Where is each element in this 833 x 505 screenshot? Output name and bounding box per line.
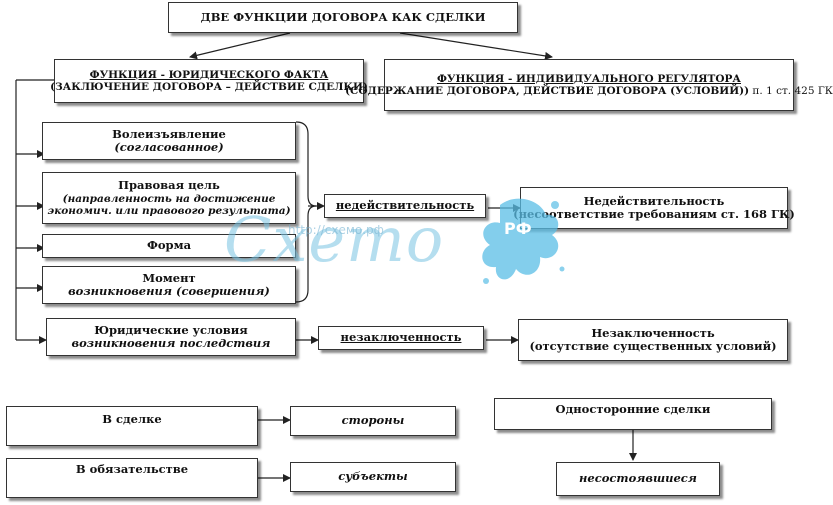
invalidity-box: Недействительность (несоответствие требо… <box>513 187 795 229</box>
unilateral-deals-label: Односторонние сделки <box>555 402 711 416</box>
will-note: (согласованное) <box>114 140 224 154</box>
regulator-function-box: ФУНКЦИЯ - ИНДИВИДУАЛЬНОГО РЕГУЛЯТОРА (СО… <box>345 59 833 111</box>
nonconclusion-description: (отсутствие существенных условий) <box>529 339 777 353</box>
moment-label: Момент <box>142 270 196 285</box>
will-box: Волеизъявление (согласованное) <box>42 122 296 160</box>
failed-deals-box: несостоявшиеся <box>556 462 720 496</box>
in-obligation-box: В обязательстве <box>6 458 258 498</box>
legal-fact-function-title: ФУНКЦИЯ - ЮРИДИЧЕСКОГО ФАКТА <box>89 68 329 81</box>
arrow-title-to-left-function <box>189 32 291 60</box>
diagram-title: ДВЕ ФУНКЦИИ ДОГОВОРА КАК СДЕЛКИ <box>200 9 486 24</box>
moment-note: возникновения (совершения) <box>68 284 270 298</box>
parties-box: стороны <box>290 406 456 436</box>
purpose-note-2: экономич. или правового результата) <box>47 204 291 217</box>
unilateral-deals-box: Односторонние сделки <box>494 398 772 430</box>
form-box: Форма <box>42 234 296 258</box>
in-deal-box: В сделке <box>6 406 258 446</box>
failed-deals-label: несостоявшиеся <box>579 471 697 486</box>
moment-box: Момент возникновения (совершения) <box>42 266 296 304</box>
nonconclusion-title: Незаключенность <box>591 325 715 340</box>
invalidity-title: Недействительность <box>583 193 725 208</box>
legal-fact-function-box: ФУНКЦИЯ - ЮРИДИЧЕСКОГО ФАКТА (ЗАКЛЮЧЕНИЕ… <box>50 59 368 103</box>
diagram-title-box: ДВЕ ФУНКЦИИ ДОГОВОРА КАК СДЕЛКИ <box>168 2 518 33</box>
arrow-title-to-right-function <box>399 32 553 60</box>
nonconclusion-box: Незаключенность (отсутствие существенных… <box>518 319 788 361</box>
legal-conditions-label: Юридические условия <box>94 322 248 337</box>
in-deal-label: В сделке <box>102 412 162 426</box>
invalidity-label: недействительность <box>335 198 475 213</box>
in-obligation-label: В обязательстве <box>75 462 189 476</box>
invalidity-description: (несоответствие требованиям ст. 168 ГК) <box>513 207 795 221</box>
will-label: Волеизъявление <box>112 126 226 141</box>
elements-bracket <box>295 121 317 303</box>
nonconclusion-label: незаключенность <box>340 330 462 345</box>
purpose-label: Правовая цель <box>118 178 220 193</box>
legal-conditions-box: Юридические условия возникновения послед… <box>46 318 296 356</box>
subjects-label: субъекты <box>338 469 408 484</box>
legal-fact-function-subtitle: (ЗАКЛЮЧЕНИЕ ДОГОВОРА – ДЕЙСТВИЕ СДЕЛКИ) <box>50 81 368 93</box>
purpose-box: Правовая цель (направленность на достиже… <box>42 172 296 224</box>
legal-conditions-note: возникновения последствия <box>71 336 271 350</box>
nonconclusion-label-box: незаключенность <box>318 326 484 350</box>
invalidity-label-box: недействительность <box>324 194 486 218</box>
parties-label: стороны <box>341 413 405 428</box>
regulator-function-reference: п. 1 ст. 425 ГК <box>752 85 833 97</box>
regulator-function-title: ФУНКЦИЯ - ИНДИВИДУАЛЬНОГО РЕГУЛЯТОРА <box>437 72 741 85</box>
form-label: Форма <box>146 238 192 253</box>
regulator-function-subtitle: (СОДЕРЖАНИЕ ДОГОВОРА, ДЕЙСТВИЕ ДОГОВОРА … <box>345 85 750 97</box>
subjects-box: субъекты <box>290 462 456 492</box>
purpose-note-1: (направленность на достижение <box>62 192 276 205</box>
